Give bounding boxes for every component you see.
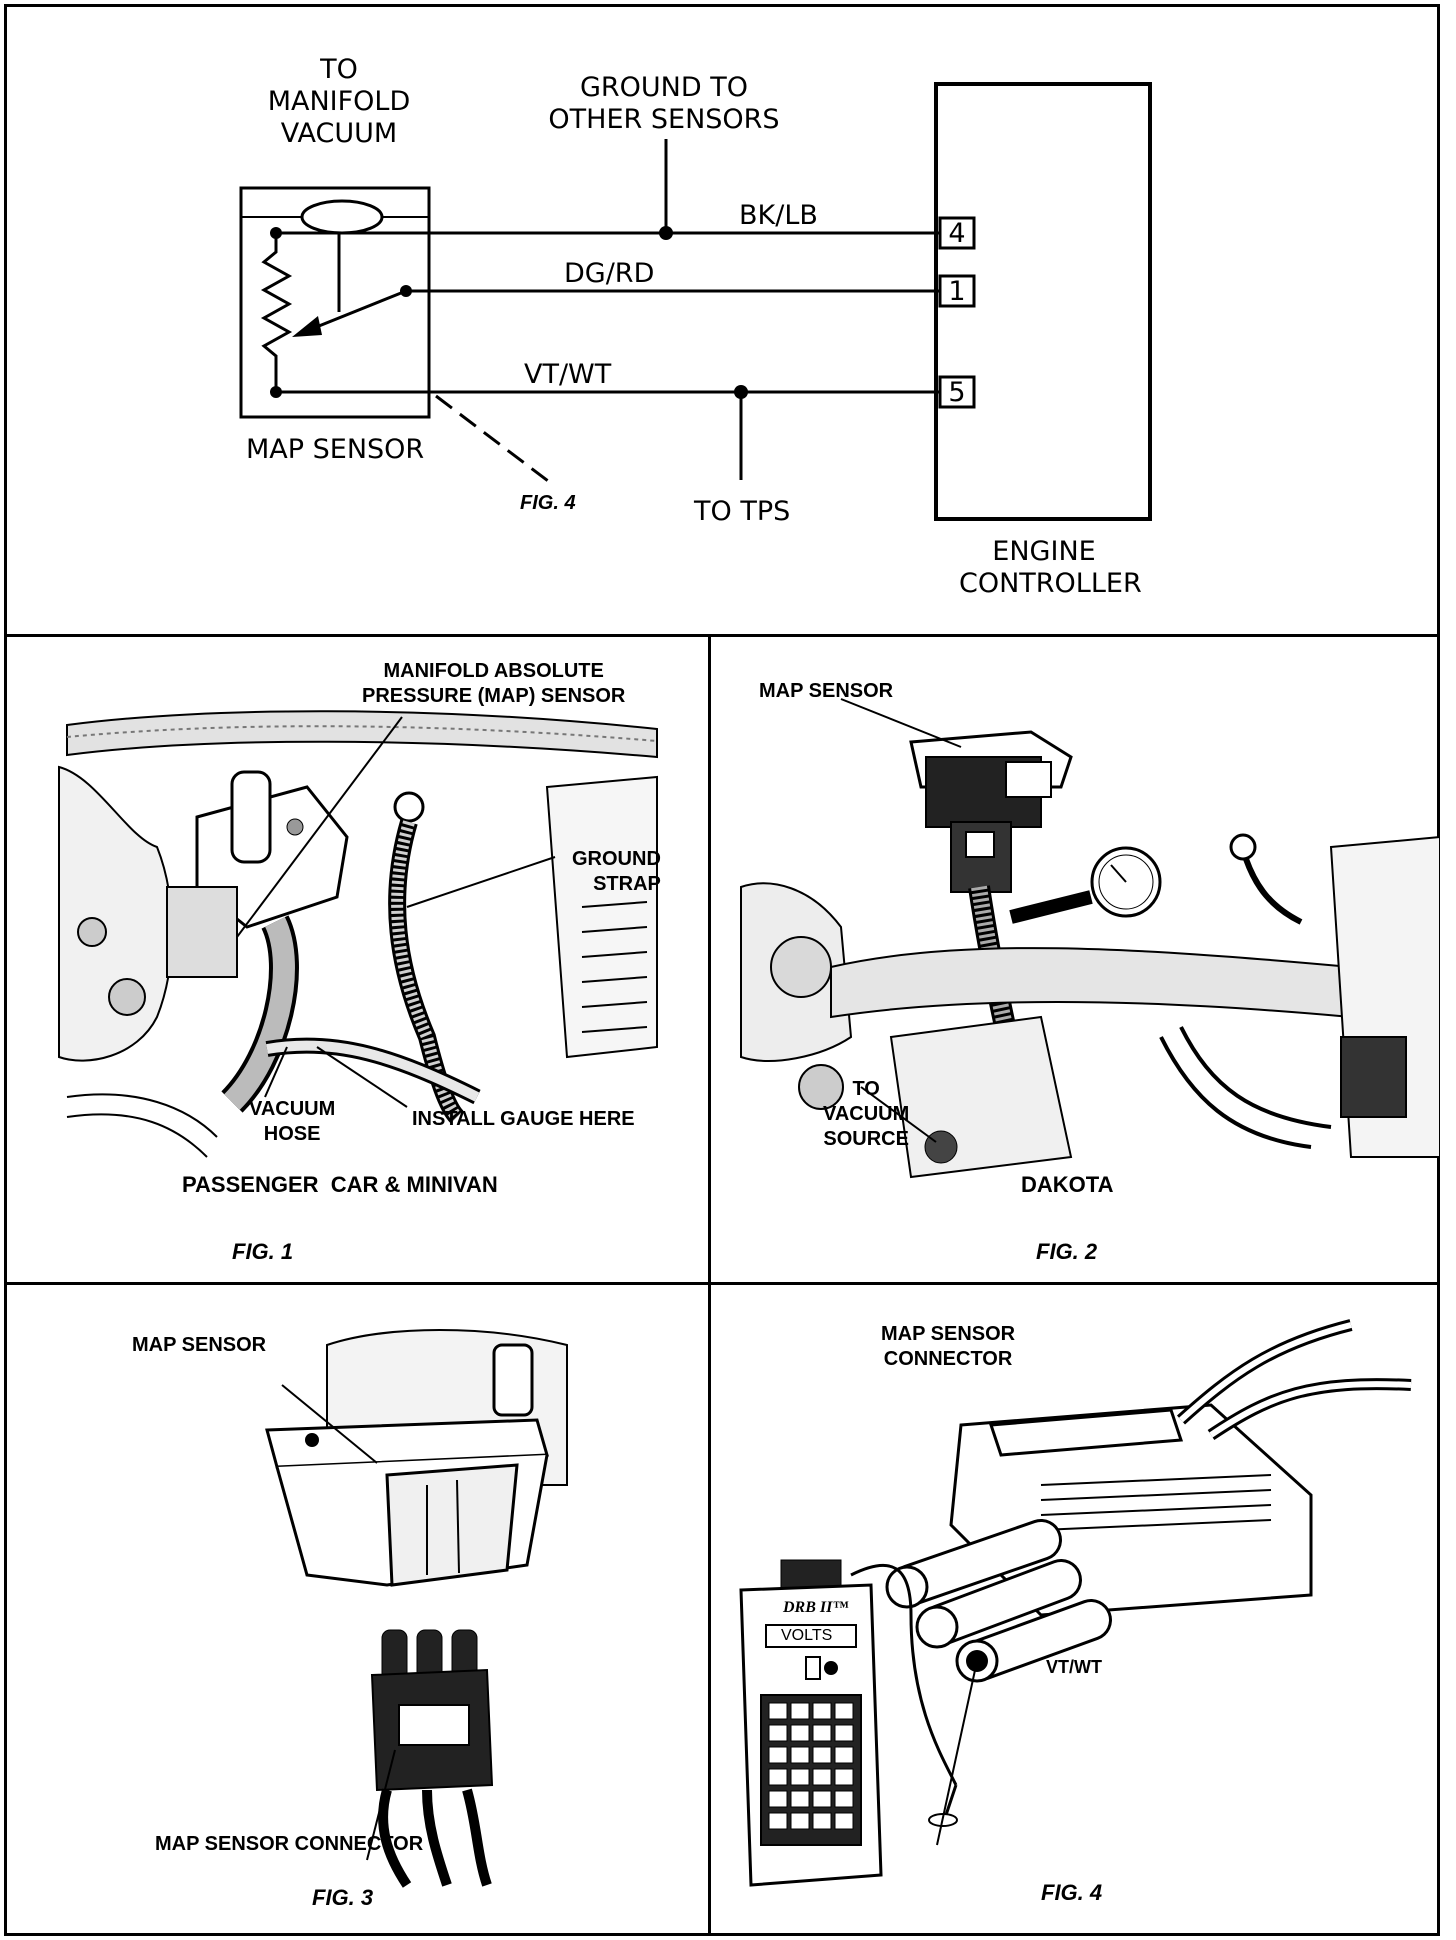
divider-vertical — [708, 634, 711, 1936]
divider-top — [4, 634, 1440, 637]
schematic-fig-ref: FIG. 4 — [520, 492, 576, 514]
fig3-number: FIG. 3 — [312, 1885, 374, 1910]
vacuum-port — [300, 199, 384, 235]
pin-4: 4 — [948, 218, 966, 249]
fig1-illustration — [58, 710, 658, 1158]
fig2-caption: DAKOTA — [1021, 1172, 1114, 1197]
drb-display-label: VOLTS — [781, 1627, 833, 1644]
fig1-ground-strap-label: GROUND STRAP — [572, 848, 661, 895]
fig2-map-label: MAP SENSOR — [759, 680, 894, 702]
fig2-number: FIG. 2 — [1036, 1239, 1098, 1264]
pin-1: 1 — [948, 276, 966, 307]
pin-5: 5 — [948, 377, 966, 408]
fig1-caption: PASSENGER CAR & MINIVAN — [182, 1172, 498, 1197]
fig4-panel: MAP SENSOR CONNECTOR VT/WT DRB II™ VOLTS… — [711, 1285, 1440, 1936]
fig1-number: FIG. 1 — [232, 1239, 294, 1264]
fig2-panel: MAP SENSOR TO VACUUM SOURCE DAKOTA FIG. … — [711, 637, 1440, 1282]
fig3-illustration — [265, 1329, 568, 1888]
fig3-panel: MAP SENSOR MAP SENSOR CONNECTOR FIG. 3 — [7, 1285, 708, 1936]
to-tps-label: TO TPS — [694, 496, 791, 527]
map-sensor-label: MAP SENSOR — [246, 434, 425, 465]
divider-middle — [4, 1282, 1440, 1285]
fig4-illustration — [739, 1319, 1412, 1887]
engine-controller-label: ENGINE CONTROLLER — [959, 536, 1142, 599]
fig3-map-label: MAP SENSOR — [132, 1334, 267, 1356]
fig4-connector-label: MAP SENSOR CONNECTOR — [881, 1323, 1016, 1370]
wire-label-vt-wt: VT/WT — [524, 359, 612, 390]
engine-controller-box — [934, 82, 1152, 521]
wiring-schematic: TO MANIFOLD VACUUM GROUND TO OTHER SENSO… — [4, 4, 1440, 636]
wire-label-dg-rd: DG/RD — [564, 258, 655, 289]
schematic-lines — [239, 82, 1152, 521]
fig1-panel: MANIFOLD ABSOLUTE PRESSURE (MAP) SENSOR … — [7, 637, 708, 1282]
fig2-illustration — [740, 698, 1440, 1179]
ground-to-other-sensors-label: GROUND TO OTHER SENSORS — [548, 72, 780, 135]
fig1-install-gauge-label: INSTALL GAUGE HERE — [412, 1108, 635, 1130]
fig1-map-label: MANIFOLD ABSOLUTE PRESSURE (MAP) SENSOR — [362, 660, 626, 707]
drb-brand-label: DRB II™ — [783, 1599, 849, 1616]
fig4-number: FIG. 4 — [1041, 1880, 1103, 1905]
wire-label-bk-lb: BK/LB — [739, 200, 818, 231]
to-manifold-vacuum-label: TO MANIFOLD VACUUM — [267, 54, 411, 149]
resistor — [260, 233, 293, 392]
fig1-vacuum-hose-label: VACUUM HOSE — [249, 1098, 336, 1145]
fig2-vacuum-source-label: TO VACUUM SOURCE — [823, 1078, 910, 1150]
map-sensor-box — [239, 186, 431, 419]
fig3-connector-label: MAP SENSOR CONNECTOR — [155, 1833, 424, 1855]
fig4-vt-wt-label: VT/WT — [1046, 1657, 1102, 1677]
